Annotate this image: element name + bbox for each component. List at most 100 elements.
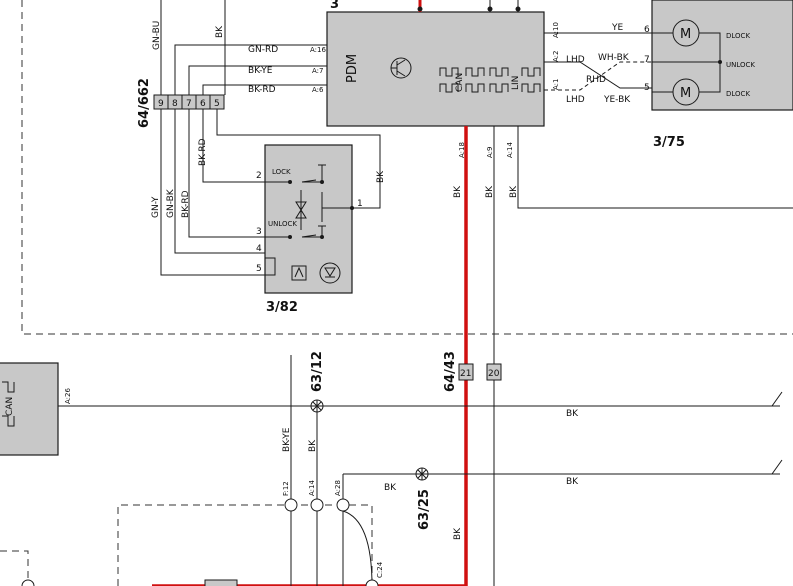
terminal-a28[interactable] [336,498,350,512]
wire-bk-ye [188,65,327,95]
wire-label-bk-rd2: BK-RD [181,190,191,218]
wire-bk-sw [216,109,381,209]
pin-a6: A:6 [312,86,324,94]
wire-label-ye: YE [611,23,623,33]
wire-gn-bk [174,109,265,254]
wire-wh-bk [544,61,652,89]
dlock-bottom-label: DLOCK [726,90,750,98]
wire-label-bk-bottom: BK [453,527,463,540]
wire-label-gn-y: GN-Y [151,196,161,218]
wire-label-ye-bk: YE-BK [603,95,631,105]
splice-63-12[interactable]: 63/12 [310,351,325,413]
pin-a2: A:2 [552,51,560,62]
motor-icon: M M [652,19,722,106]
terminal-c24[interactable] [365,579,379,586]
splice-6325-label: 63/25 [417,489,432,530]
wire-label-bk-a14: BK [509,185,519,198]
pin-label: 7 [186,99,192,109]
pin-label: 7 [644,55,650,65]
junction-dot [487,6,493,12]
unlock-label: UNLOCK [726,61,755,69]
wire-label-bk-mid: BK [566,409,579,419]
wire-label-bk-low: BK [308,439,318,452]
wire-label-bk-right: BK [566,477,579,487]
led-indicator-icon [265,257,341,284]
junction-dot [515,6,521,12]
switch-block-id: 3/82 [266,300,298,315]
vertical-wires-top [160,0,226,95]
terminal-a14[interactable] [310,498,324,512]
wire-label-gn-rd: GN-RD [248,45,278,55]
pin-label: 2 [256,171,262,181]
wire-label-bk-sw: BK [376,170,386,183]
pdm-top-wires [419,0,519,12]
lower-wire-drops [290,510,373,586]
transistor-icon [390,57,412,79]
pdm-lin-label: LIN [511,76,521,90]
wire-label-bk-rd: BK-RD [248,85,276,95]
lower-left-boundary [0,550,29,586]
pin-label: 3 [256,227,262,237]
wire-label-lhd1: LHD [566,55,585,65]
terminal-left [21,579,35,586]
bottom-component [204,579,238,586]
wire-a14 [517,126,793,209]
pin-a26: A:26 [64,388,72,404]
pin-label: 9 [158,99,164,109]
left-control-module[interactable]: CAN A:26 [0,362,72,456]
pin-label: 21 [460,369,471,379]
wire-label-bk-ye-low: BK-YE [282,427,292,452]
wire-ye-bk [544,61,652,91]
wire-label-bk-a9: BK [485,185,495,198]
upper-boundary [21,0,793,335]
pdm-can-label: CAN [455,73,465,92]
dlock-top-label: DLOCK [726,32,750,40]
lower-vertical-wires [290,355,344,499]
splice-63-25[interactable]: 63/25 [415,467,432,530]
pin-label: 5 [256,264,262,274]
switch-block-3-82[interactable]: LOCK UNLOCK 2 1 3 4 5 3/82 [256,144,363,315]
wire-label-bk-rd-vert: BK-RD [198,138,208,166]
pdm-module[interactable]: 3 PDM CAN LIN A:16 A:7 A:6 A:10 A:2 A:1 … [310,0,560,158]
pin-label: 6 [644,25,650,35]
pin-a7: A:7 [312,67,323,75]
pdm-id: 3 [330,0,339,12]
svg-text:M: M [680,27,691,42]
wire-label-bk-top: BK [215,25,225,38]
pin-label: 4 [256,244,262,254]
connector-662-id: 64/662 [137,78,152,128]
pin-a14: A:14 [506,142,514,158]
terminal-f12[interactable] [284,498,298,512]
connector-64-43[interactable]: 21 20 64/43 [443,351,502,392]
wire-label-rhd: RHD [586,75,606,85]
pin-a10: A:10 [552,22,560,38]
left-can-label: CAN [5,397,15,416]
pin-a14-low: A:14 [308,480,316,496]
wire-label-bk-a18: BK [453,185,463,198]
wire-bk-mid [58,391,783,407]
unlock-label: UNLOCK [268,220,297,228]
pin-label: 1 [357,199,363,209]
wire-gn-rd [174,44,327,95]
wire-label-wh-bk: WH-BK [598,53,630,63]
can-bus-icon: CAN [439,67,485,93]
wire-gn-y [160,109,265,276]
wire-label-gn-bu: GN-BU [152,21,162,50]
wire-label-gn-bk: GN-BK [166,188,176,218]
wire-label-bk-6325: BK [384,483,397,493]
wire-bk-rd-sw [188,109,265,238]
pin-label: 8 [172,99,178,109]
motor-block-3-75[interactable]: 6 7 5 M M DLOCK UNLOCK DLOCK 3/75 [644,0,793,150]
svg-text:M: M [680,86,691,101]
connector-6443-id: 64/43 [443,351,458,392]
splice-6312-label: 63/12 [310,351,325,392]
pin-a18: A:18 [458,142,466,158]
pin-label: 6 [200,99,206,109]
pin-a9: A:9 [486,147,494,158]
pin-label: 5 [214,99,220,109]
wire-label-bk-ye: BK-YE [248,66,273,76]
connector-64-662[interactable]: 9 8 7 6 5 64/662 [137,78,225,128]
pin-a1: A:1 [552,79,560,90]
